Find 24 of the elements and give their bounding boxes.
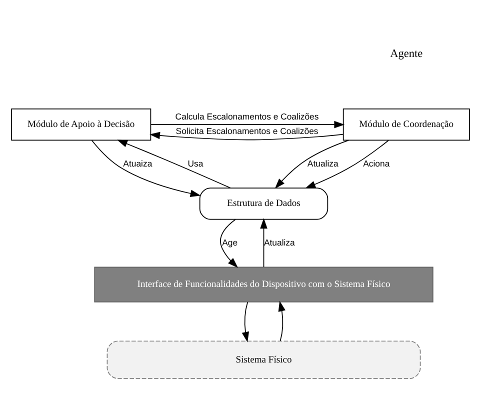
label: Agente xyxy=(390,48,423,60)
edge-label: Atualiza xyxy=(264,237,295,248)
arrow xyxy=(117,140,232,188)
arrow xyxy=(242,302,250,342)
arrow xyxy=(305,140,389,188)
edge-label: Calcula Escalonamentos e Coalizões xyxy=(175,111,319,122)
arrow xyxy=(220,219,238,268)
arrow xyxy=(274,140,349,189)
node-box: Módulo de Apoio à Decisão xyxy=(11,108,152,141)
arrow xyxy=(150,132,344,140)
edge-label: Age xyxy=(222,237,238,248)
arrow xyxy=(278,300,286,342)
edge-label: Atuaiza xyxy=(123,158,152,168)
node-box: Módulo de Coordenação xyxy=(342,108,470,141)
edge-label: Solicita Escalonamentos e Coalizões xyxy=(176,126,318,136)
arrow xyxy=(91,140,201,198)
node-box: Sistema Físico xyxy=(106,340,421,379)
edge-label: Aciona xyxy=(363,158,390,168)
arrow xyxy=(260,218,268,268)
node-box: Estrutura de Dados xyxy=(199,188,328,220)
arrow xyxy=(150,120,345,128)
edge-label: Usa xyxy=(188,158,204,168)
edge-label: Atualiza xyxy=(307,158,338,168)
node-box: Interface de Funcionalidades do Dispositivo com o Sistema Físico xyxy=(94,266,434,302)
